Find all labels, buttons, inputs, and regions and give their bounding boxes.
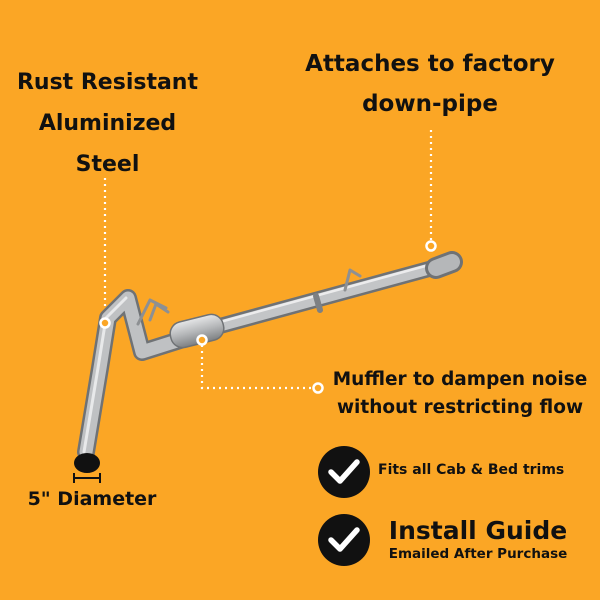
muffler	[169, 313, 225, 349]
rust-line-2: Aluminized	[38, 111, 177, 136]
check-icon	[318, 514, 370, 566]
check-icon	[318, 446, 370, 498]
rust-resistant-callout: Rust Resistant Aluminized Steel	[0, 62, 215, 185]
diameter-label: 5" Diameter	[27, 488, 157, 510]
install-guide-subtitle: Emailed After Purchase	[388, 546, 568, 562]
attach-line-1: Attaches to factory	[305, 51, 555, 77]
callout-leaders	[103, 130, 433, 390]
muffler-line-2: without restricting flow	[336, 397, 584, 418]
muffler-callout: Muffler to dampen noise without restrict…	[320, 366, 600, 422]
muffler-line-1: Muffler to dampen noise	[332, 369, 588, 390]
install-guide-title: Install Guide	[388, 516, 568, 545]
rust-line-3: Steel	[75, 152, 140, 177]
callout-dots	[99, 240, 437, 394]
diameter-marker	[73, 473, 101, 483]
attaches-callout: Attaches to factory down-pipe	[290, 44, 570, 124]
rust-line-1: Rust Resistant	[16, 70, 198, 95]
tailpipe-outlet	[74, 453, 100, 473]
fits-trims-label: Fits all Cab & Bed trims	[378, 462, 565, 478]
attach-line-2: down-pipe	[362, 91, 498, 117]
exhaust-pipe	[77, 251, 463, 461]
